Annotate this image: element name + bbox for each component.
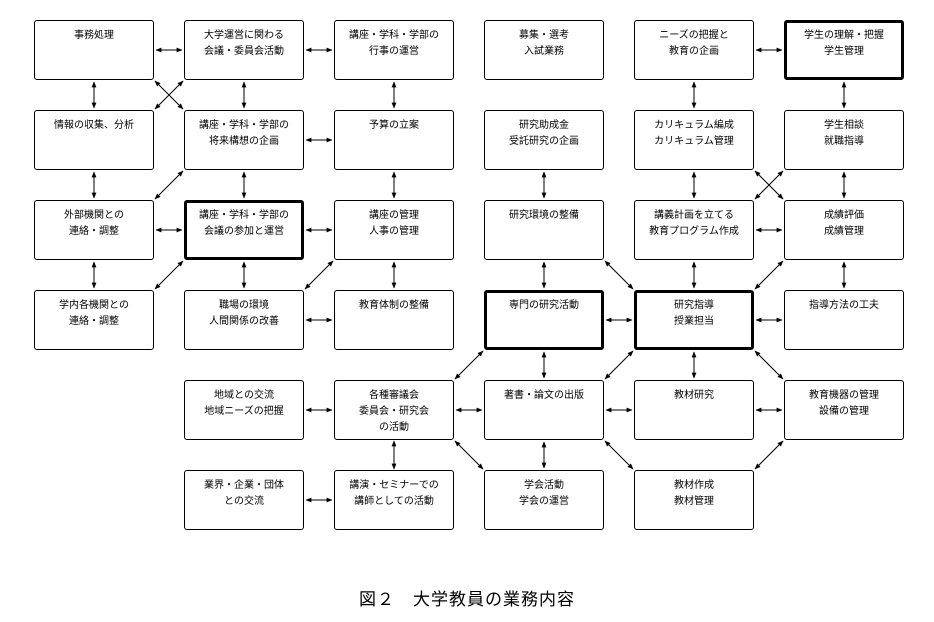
node-kaigi-sanka: 講座・学科・学部の 会議の参加と運営 bbox=[184, 200, 304, 260]
node-chosho-ronbun: 著書・論文の出版 bbox=[484, 380, 604, 440]
connector-shokuba-kanri bbox=[304, 260, 334, 290]
node-kenkyu-kankyo: 研究環境の整備 bbox=[484, 200, 604, 260]
node-shorai-koso: 講座・学科・学部の 将来構想の企画 bbox=[184, 110, 304, 170]
node-kenkyu-joseikin: 研究助成金 受託研究の企画 bbox=[484, 110, 604, 170]
node-kyozai-sakusei: 教材作成 教材管理 bbox=[634, 470, 754, 530]
node-curriculum: カリキュラム編成 カリキュラム管理 bbox=[634, 110, 754, 170]
connector-shingi-gakkai bbox=[454, 440, 484, 470]
node-gyokai-koryu: 業界・企業・団体 との交流 bbox=[184, 470, 304, 530]
node-yosan-ritsuan: 予算の立案 bbox=[334, 110, 454, 170]
node-koza-kanri: 講座の管理 人事の管理 bbox=[334, 200, 454, 260]
connector-gakunai-sanka bbox=[154, 260, 184, 290]
connector-shido-chosho bbox=[604, 350, 634, 380]
node-shokuba-kankyo: 職場の環境 人間関係の改善 bbox=[184, 290, 304, 350]
node-jimu-shori: 事務処理 bbox=[34, 20, 154, 80]
node-chiiki-koryu: 地域との交流 地域ニーズの把握 bbox=[184, 380, 304, 440]
node-gyoji-unei: 講座・学科・学部の 行事の運営 bbox=[334, 20, 454, 80]
node-shido-hoho: 指導方法の工夫 bbox=[784, 290, 904, 350]
connector-shorai-gaibu bbox=[154, 170, 184, 200]
node-senmon-kenkyu: 専門の研究活動 bbox=[484, 290, 604, 350]
connector-kankyo-shido bbox=[604, 260, 634, 290]
node-gakunai-kikan: 学内各機関との 連絡・調整 bbox=[34, 290, 154, 350]
connector-seiseki-shido bbox=[754, 260, 784, 290]
figure-caption: 図２ 大学教員の業務内容 bbox=[359, 590, 575, 610]
node-gakusei-rikai: 学生の理解・把握 学生管理 bbox=[784, 20, 904, 80]
node-shingikai: 各種審議会 委員会・研究会 の活動 bbox=[334, 380, 454, 440]
node-kyozai-kenkyu: 教材研究 bbox=[634, 380, 754, 440]
connector-sodan-keikaku bbox=[754, 170, 784, 200]
node-gaibu-kikan: 外部機関との 連絡・調整 bbox=[34, 200, 154, 260]
node-seiseki-hyoka: 成績評価 成績管理 bbox=[784, 200, 904, 260]
connector-kiki-sakusei bbox=[754, 440, 784, 470]
node-joho-shushu: 情報の収集、分析 bbox=[34, 110, 154, 170]
connector-chosho-sakusei bbox=[604, 440, 634, 470]
node-gakusei-sodan: 学生相談 就職指導 bbox=[784, 110, 904, 170]
node-gakkai-katsudo: 学会活動 学会の運営 bbox=[484, 470, 604, 530]
node-kyoiku-kiki: 教育機器の管理 設備の管理 bbox=[784, 380, 904, 440]
node-koen-seminar: 講演・セミナーでの 講師としての活動 bbox=[334, 470, 454, 530]
node-kogi-keikaku: 講義計画を立てる 教育プログラム作成 bbox=[634, 200, 754, 260]
node-kyoiku-taisei: 教育体制の整備 bbox=[334, 290, 454, 350]
node-nyushi-gyomu: 募集・選考 入試業務 bbox=[484, 20, 604, 80]
connector-shido-kiki bbox=[754, 350, 784, 380]
node-needs-kikaku: ニーズの把握と 教育の企画 bbox=[634, 20, 754, 80]
connector-senmon-shingi bbox=[454, 350, 484, 380]
node-kenkyu-shido: 研究指導 授業担当 bbox=[634, 290, 754, 350]
connector-kaigi-joho bbox=[154, 80, 184, 110]
node-daigaku-kaigi: 大学運営に関わる 会議・委員会活動 bbox=[184, 20, 304, 80]
